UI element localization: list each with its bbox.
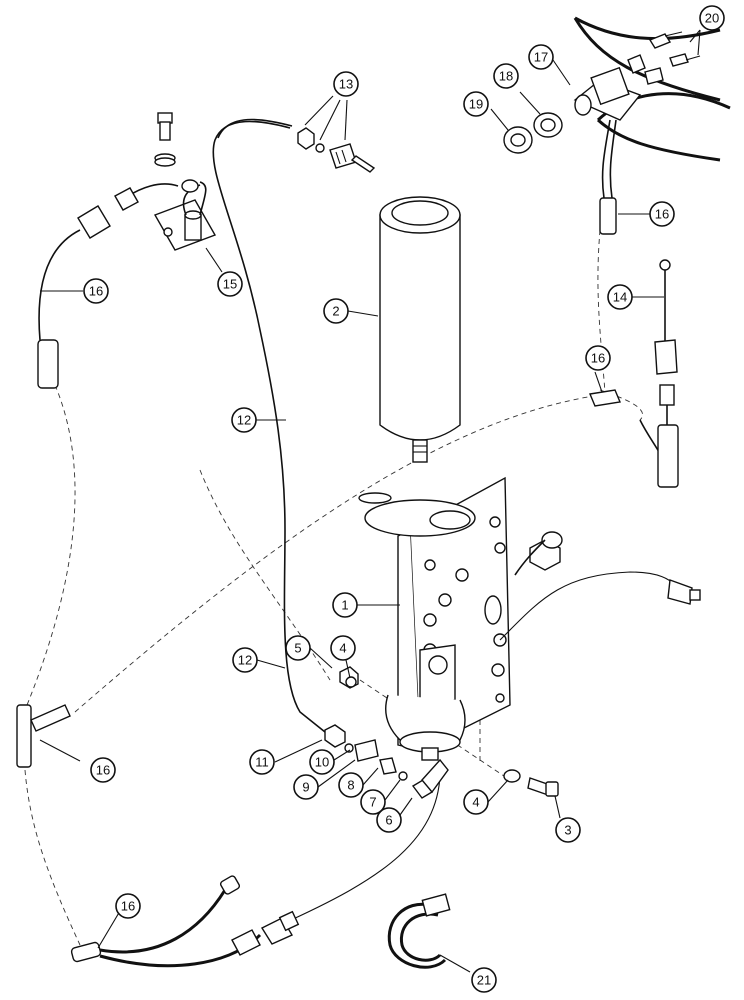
connector-fittings-upper <box>297 127 376 173</box>
callout-4-lower: 4 <box>463 789 489 815</box>
callout-15: 15 <box>217 271 243 297</box>
callout-13: 13 <box>333 71 359 97</box>
fuel-filter-canister <box>379 196 461 463</box>
svg-text:13: 13 <box>339 77 353 92</box>
ground-bolt-bracket <box>124 112 217 251</box>
jumper-harness <box>639 259 679 488</box>
svg-text:1: 1 <box>341 598 348 613</box>
callout-2: 2 <box>323 298 349 324</box>
leader-lines <box>39 29 701 973</box>
water-sensor <box>499 531 701 641</box>
svg-text:12: 12 <box>238 653 252 668</box>
callout-6: 6 <box>376 807 402 833</box>
water-separator-bowl <box>385 694 466 761</box>
callout-21: 21 <box>471 967 497 993</box>
callout-16-right: 16 <box>585 345 611 371</box>
drain-fittings <box>324 666 559 799</box>
wire-route-dashed-left <box>24 384 76 711</box>
harness-connector-lower <box>260 910 300 945</box>
callout-1: 1 <box>332 592 358 618</box>
svg-text:2: 2 <box>332 304 339 319</box>
mounting-bracket <box>358 476 511 752</box>
svg-text:14: 14 <box>613 290 627 305</box>
svg-text:16: 16 <box>655 207 669 222</box>
svg-text:15: 15 <box>223 277 237 292</box>
svg-text:3: 3 <box>564 823 571 838</box>
callout-20: 20 <box>699 5 725 31</box>
harness-lower-left <box>70 875 262 968</box>
tie-strap <box>387 893 451 969</box>
svg-text:16: 16 <box>591 351 605 366</box>
callout-16-switch: 16 <box>649 201 675 227</box>
callout-14: 14 <box>607 284 633 310</box>
svg-text:21: 21 <box>477 973 491 988</box>
tee-connector-left <box>16 704 71 768</box>
svg-text:7: 7 <box>369 795 376 810</box>
callout-16-left: 16 <box>83 278 109 304</box>
callout-16-lower: 16 <box>115 893 141 919</box>
svg-text:4: 4 <box>472 795 479 810</box>
svg-text:12: 12 <box>237 413 251 428</box>
callout-11: 11 <box>249 749 275 775</box>
wire-route-dashed-diagonal <box>74 394 601 713</box>
callout-17: 17 <box>528 44 554 70</box>
wire-route-dashed-right <box>597 229 606 393</box>
fuel-line-outer <box>217 118 293 139</box>
svg-text:20: 20 <box>705 11 719 26</box>
callout-10: 10 <box>309 749 335 775</box>
callout-12-lower: 12 <box>232 647 258 673</box>
svg-text:16: 16 <box>96 763 110 778</box>
svg-text:16: 16 <box>121 899 135 914</box>
callout-8: 8 <box>338 772 364 798</box>
callout-19: 19 <box>463 91 489 117</box>
wire-sleeve-right <box>589 389 621 407</box>
svg-text:18: 18 <box>499 69 513 84</box>
callout-7: 7 <box>360 789 386 815</box>
svg-text:5: 5 <box>294 641 301 656</box>
sensor-harness <box>279 759 441 926</box>
line-route-dashed <box>199 469 331 681</box>
callout-16-tee: 16 <box>90 757 116 783</box>
svg-text:16: 16 <box>89 284 103 299</box>
callout-18: 18 <box>493 63 519 89</box>
callout-5: 5 <box>285 635 311 661</box>
svg-text:9: 9 <box>302 780 309 795</box>
fuel-line <box>212 120 326 733</box>
callout-9: 9 <box>293 774 319 800</box>
heater-switch-assembly <box>503 16 731 235</box>
svg-text:19: 19 <box>469 97 483 112</box>
callout-12-upper: 12 <box>231 407 257 433</box>
wire-route-dashed-lower-left <box>24 769 81 946</box>
callout-3: 3 <box>555 817 581 843</box>
svg-text:4: 4 <box>339 641 346 656</box>
harness-connector-left <box>37 187 139 389</box>
svg-text:17: 17 <box>534 50 548 65</box>
svg-text:8: 8 <box>347 778 354 793</box>
svg-text:11: 11 <box>255 755 269 770</box>
wire-route-dashed-right-loop <box>599 389 643 421</box>
svg-text:10: 10 <box>315 755 329 770</box>
svg-text:6: 6 <box>385 813 392 828</box>
callout-4-upper: 4 <box>330 635 356 661</box>
